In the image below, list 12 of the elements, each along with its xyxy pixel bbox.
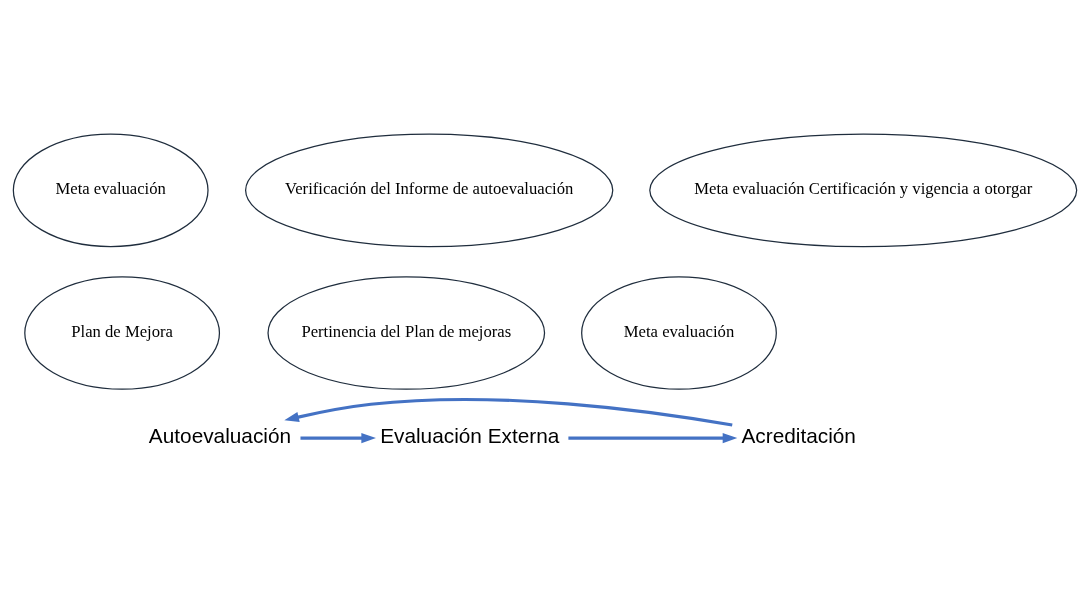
arrow: [568, 432, 738, 443]
node-ellipse: Verificación del Informe de autoevaluación: [245, 133, 614, 247]
arrow: [300, 432, 376, 443]
node-ellipse: Meta evaluación Certificación y vigencia a otorgar: [649, 133, 1078, 247]
node-ellipse: Meta evaluación: [12, 133, 209, 247]
node-ellipse: Plan de Mejora: [24, 275, 221, 390]
arrow: [284, 397, 733, 427]
node-text: Evaluación Externa: [380, 423, 560, 447]
node-ellipse: Meta evaluación: [581, 275, 777, 390]
node-text: Autoevaluación: [148, 423, 292, 447]
node-text: Acreditación: [741, 423, 856, 447]
node-ellipse: Pertinencia del Plan de mejoras: [267, 275, 546, 390]
